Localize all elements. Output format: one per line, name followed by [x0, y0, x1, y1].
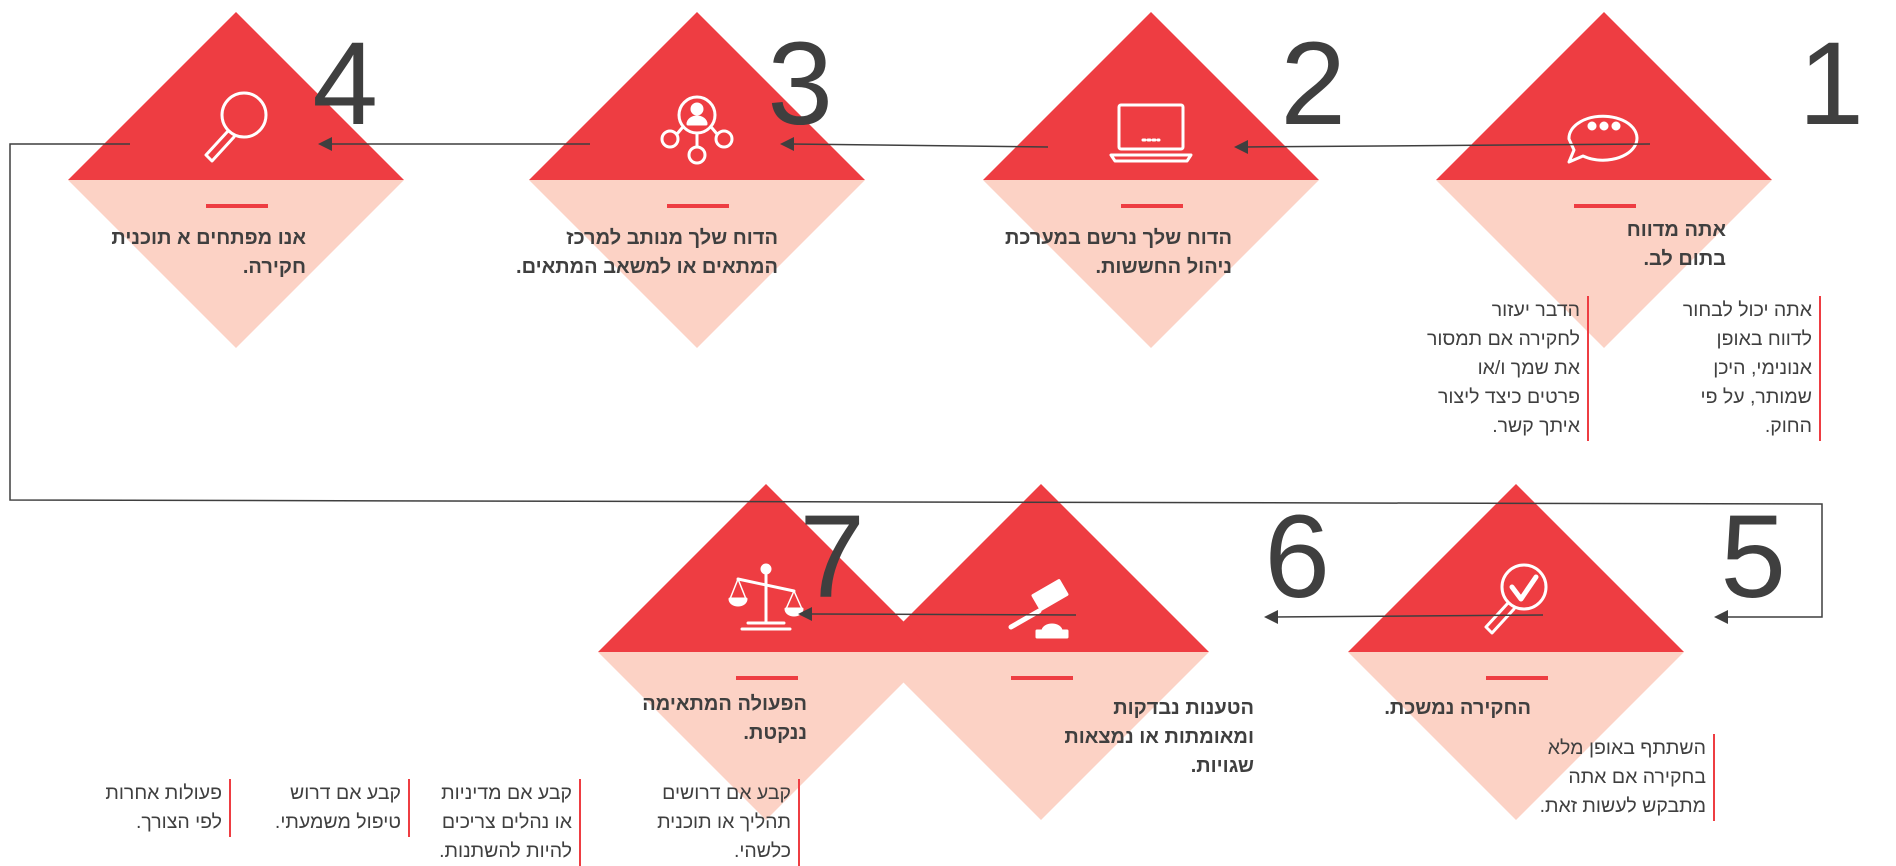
arrowhead-5 [1714, 610, 1728, 624]
step-2-title: הדוח שלך נרשם במערכת ניהול החששות. [1004, 227, 1232, 278]
connector-2-3 [789, 143, 1049, 148]
step-2-divider [1121, 204, 1183, 208]
magnifier-icon [204, 91, 268, 163]
step-5 [1348, 484, 1684, 820]
connector-1-2 [1243, 143, 1651, 148]
connector-5-6 [1271, 614, 1544, 618]
step-5-note-1: השתתף באופן מלא בחקירה אם אתה מתבקש לעשו… [1476, 734, 1715, 821]
arrowhead-4 [318, 137, 332, 151]
step-4-number: 4 [312, 18, 378, 150]
speech-bubble-icon [1567, 114, 1639, 164]
step-6 [873, 484, 1209, 820]
step-5-title: החקירה נמשכת. [1384, 697, 1531, 719]
step-4 [68, 12, 404, 348]
step-7-note-1: קבע אם דרושים תהליך או תוכנית כלשהי. [591, 779, 800, 866]
arrowheads [318, 137, 1728, 624]
step-6-divider [1011, 676, 1073, 680]
step-7-note-2: קבע אם מדיניות או נהלים צריכים להיות להש… [372, 779, 581, 866]
connectors [9, 143, 1823, 618]
step-6-title: הטענות נבדקות ומאומתות או נמצאות שגויות. [1064, 697, 1254, 777]
connector-4-5 [9, 143, 1823, 618]
arrowhead-2 [1234, 140, 1248, 154]
step-1-note-2: הדבר יעזור לחקירה אם תמסור את שמך ו/או פ… [1350, 296, 1589, 441]
arrowhead-3 [780, 137, 794, 151]
step-4-title: אנו מפתחים א תוכנית חקירה. [111, 227, 306, 278]
step-7-note-3: קבע אם דרוש טיפול משמעתי. [201, 779, 410, 837]
network-person-icon [660, 95, 734, 165]
step-7-diamond-bottom [598, 652, 934, 820]
step-4-diamond-bottom [68, 180, 404, 348]
step-5-divider [1486, 676, 1548, 680]
step-2 [983, 12, 1319, 348]
step-7-title: הפעולה המתאימה ננקטת. [642, 693, 807, 744]
arrowhead-6 [1264, 610, 1278, 624]
step-7-number: 7 [799, 491, 865, 623]
step-6-diamond-top [873, 484, 1209, 652]
step-1 [1436, 12, 1772, 348]
step-2-diamond-bottom [983, 180, 1319, 348]
step-1-title: אתה מדווח בתום לב. [1626, 219, 1726, 270]
step-3-number: 3 [767, 18, 833, 150]
step-3-divider [667, 204, 729, 208]
arrowhead-7 [798, 607, 812, 621]
step-1-divider [1574, 204, 1636, 208]
step-1-note-1: אתה יכול לבחור לדווח באופן אנונימי, היכן… [1602, 296, 1821, 441]
step-2-number: 2 [1280, 18, 1346, 150]
step-1-number: 1 [1798, 18, 1864, 150]
step-7 [598, 484, 934, 820]
step-5-diamond-bottom [1348, 652, 1684, 820]
step-3 [529, 12, 865, 348]
step-5-number: 5 [1720, 491, 1786, 623]
step-6-diamond-bottom [873, 652, 1209, 820]
scales-icon [728, 563, 804, 631]
step-3-diamond-bottom [529, 180, 865, 348]
step-7-divider [736, 676, 798, 680]
step-3-title: הדוח שלך מנותב למרכז המתאים או למשאב המת… [516, 227, 778, 278]
step-1-diamond-bottom [1436, 180, 1772, 348]
step-2-diamond-top [983, 12, 1319, 180]
connector-6-7 [811, 613, 1077, 616]
gavel-icon [1008, 579, 1069, 639]
step-4-divider [206, 204, 268, 208]
laptop-icon [1109, 103, 1193, 163]
step-7-note-4: פעולות אחרות לפי הצורך. [22, 779, 231, 837]
step-1-diamond-top [1436, 12, 1772, 180]
step-6-number: 6 [1264, 491, 1330, 623]
